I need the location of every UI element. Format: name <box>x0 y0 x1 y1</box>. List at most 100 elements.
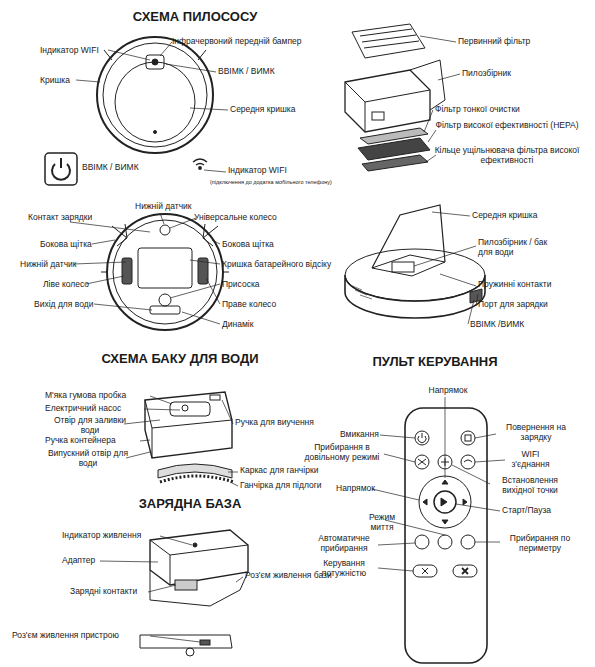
drawing-path <box>158 464 232 478</box>
part-label: Каркас для ганчірки <box>240 466 350 476</box>
drawing-rect <box>138 248 192 288</box>
drawing-path <box>145 400 232 458</box>
part-label: Повернення на зарядку <box>496 423 576 442</box>
robot-open-lid <box>345 205 485 318</box>
drawing-path <box>428 130 436 142</box>
part-label: Випускний отвір для води <box>46 449 130 468</box>
part-label: Вихід для води <box>34 300 114 310</box>
drawing-path <box>476 294 478 306</box>
drawing-path <box>426 155 436 162</box>
part-label: Пилозбірник / бак для води <box>478 238 548 257</box>
drawing-circle <box>415 455 429 469</box>
drawing-circle <box>160 225 170 235</box>
part-label: Пружинні контакти <box>478 280 578 290</box>
section-heading: СХЕМА БАКУ ДЛЯ ВОДИ <box>100 352 260 367</box>
drawing-path <box>160 213 164 224</box>
leader-lines <box>124 396 238 486</box>
drawing-path <box>144 409 180 410</box>
drawing-path <box>438 74 460 80</box>
part-label: Ліве колесо <box>43 280 113 290</box>
drawing-path <box>166 64 216 72</box>
charging-base <box>140 530 248 656</box>
drawing-path <box>350 285 372 299</box>
drawing-path <box>204 170 226 172</box>
drawing-circle <box>97 37 213 153</box>
drawing-path <box>418 433 426 443</box>
part-label: Напрямок <box>336 484 396 494</box>
part-label: Індикатор WIFI <box>40 46 115 56</box>
drawing-circle <box>152 59 158 65</box>
drawing-path <box>372 255 445 276</box>
part-label: WIFI з'єднання <box>503 450 558 469</box>
leader-lines <box>76 42 228 110</box>
drawing-path <box>170 218 196 228</box>
drawing-path <box>101 272 229 273</box>
part-label: Індикатор WIFI <box>228 166 318 176</box>
part-label: Напрямок <box>418 386 478 396</box>
part-label: Порт для зарядки <box>478 300 578 310</box>
drawing-path <box>222 400 233 424</box>
part-label: Фільтр тонкої очистки <box>435 105 575 115</box>
drawing-circle <box>434 491 456 513</box>
part-label: Ручка контейнера <box>45 436 145 446</box>
drawing-path <box>418 459 426 465</box>
drawing-path <box>380 435 415 438</box>
drawing-path <box>423 480 467 524</box>
part-label: Присоска <box>222 280 282 290</box>
drawing-rect <box>465 435 471 441</box>
drawing-circle <box>159 294 171 306</box>
drawing-circle <box>461 431 475 445</box>
drawing-path <box>360 29 419 48</box>
drawing-circle <box>186 648 194 656</box>
drawing-circle <box>115 62 195 142</box>
part-label: Первинний фільтр <box>458 37 568 47</box>
drawing-circle <box>113 220 217 324</box>
drawing-path <box>190 260 220 264</box>
part-label: ВВІМК / ВИМК <box>218 67 298 77</box>
section-heading: ПУЛЬТ КЕРУВАННЯ <box>340 355 530 370</box>
drawing-path <box>362 155 428 171</box>
drawing-circle <box>461 535 475 549</box>
drawing-path <box>108 50 150 60</box>
drawing-path <box>150 396 172 404</box>
part-label: ВВІМК /ВИМК <box>470 320 550 330</box>
drawing-path <box>456 504 500 511</box>
drawing-path <box>160 476 234 482</box>
drawing-path <box>441 498 447 506</box>
drawing-path <box>196 164 204 166</box>
drawing-path <box>372 205 445 268</box>
drawing-circle <box>193 543 197 547</box>
part-label: Роз'єм живлення пристрою <box>12 631 152 641</box>
drawing-rect <box>170 402 210 416</box>
drawing-path <box>160 536 192 545</box>
drawing-circle <box>103 43 207 147</box>
water-tank <box>145 392 234 482</box>
drawing-path <box>150 540 248 585</box>
drawing-path <box>345 70 430 132</box>
part-label: Контакт зарядки <box>28 213 108 223</box>
drawing-path <box>145 392 232 458</box>
drawing-circle <box>199 167 201 169</box>
drawing-path <box>140 440 150 441</box>
drawing-path <box>462 568 468 574</box>
power-button-icon <box>45 153 77 185</box>
drawing-path <box>432 212 470 216</box>
drawing-path <box>70 222 150 232</box>
leader-lines <box>420 36 460 162</box>
section-heading: СХЕМА ПИЛОСОСУ <box>110 10 280 25</box>
drawing-path <box>74 262 126 264</box>
part-label: Прибирання в довільному режимі <box>298 443 386 462</box>
drawing-path <box>86 276 124 284</box>
part-label: Середня кришка <box>230 105 320 115</box>
drawing-circle <box>415 431 429 445</box>
part-label: Індикатор живлення <box>62 531 162 541</box>
part-label: Нижній датчик <box>20 260 90 270</box>
drawing-path <box>345 82 430 132</box>
drawing-path <box>100 561 158 562</box>
drawing-path <box>212 240 220 244</box>
drawing-path <box>148 585 176 592</box>
part-label: Бокова щітка <box>40 240 110 250</box>
part-label: Старт/Пауза <box>502 506 572 516</box>
part-label: Отвір для заливки води <box>50 416 130 435</box>
